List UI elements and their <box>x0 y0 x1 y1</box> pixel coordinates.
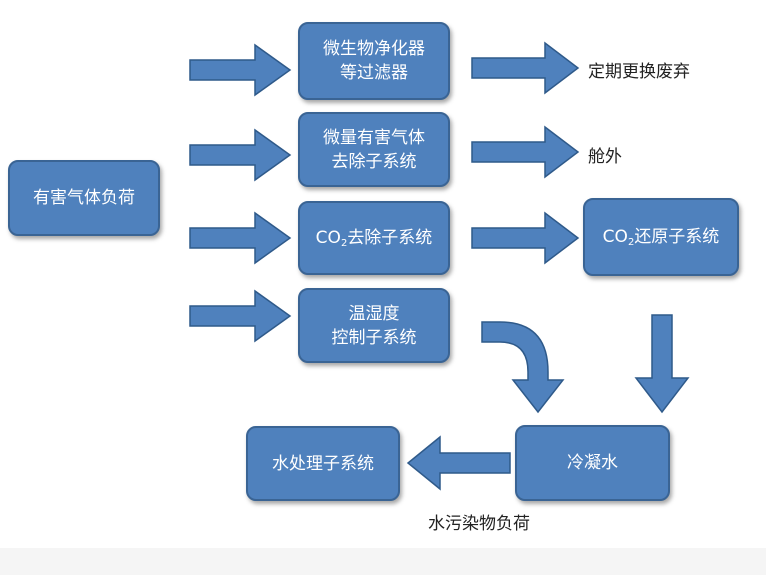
arrow-to-replace <box>471 41 580 95</box>
water-treatment-node: 水处理子系统 <box>246 426 400 501</box>
temp-humidity-node: 温湿度 控制子系统 <box>298 288 450 363</box>
microbial-filter-line1: 微生物净化器 <box>323 39 425 59</box>
arrow-to-co2-reduction <box>471 211 580 265</box>
co2-removal-label: CO2去除子系统 <box>316 226 433 250</box>
microbial-filter-node: 微生物净化器 等过滤器 <box>298 22 450 100</box>
temp-humidity-line2: 控制子系统 <box>331 327 417 348</box>
trace-gas-removal-node: 微量有害气体 去除子系统 <box>298 112 450 187</box>
temp-humidity-line1: 温湿度 <box>348 303 400 324</box>
co2-reduction-subscript: 2 <box>627 237 635 248</box>
water-treatment-label: 水处理子系统 <box>272 453 374 474</box>
co2-removal-co: CO <box>315 228 341 248</box>
co2-removal-subscript: 2 <box>340 238 348 249</box>
condensate-label: 冷凝水 <box>567 453 618 473</box>
co2-reduction-label: CO2还原子系统 <box>603 225 720 249</box>
outboard-label: 舱外 <box>588 147 622 167</box>
harmful-gas-load-node: 有害气体负荷 <box>8 160 160 236</box>
co2-reduction-rest: 还原子系统 <box>634 227 720 247</box>
arrow-to-filter <box>189 43 292 97</box>
trace-gas-removal-line2: 去除子系统 <box>331 151 417 172</box>
arrow-to-outboard <box>471 125 580 179</box>
arrow-co2-reduction-to-condensate <box>634 314 690 414</box>
water-pollutant-load-label: 水污染物负荷 <box>428 514 530 534</box>
co2-removal-rest: 去除子系统 <box>347 228 433 248</box>
microbial-filter-line2: 等过滤器 <box>340 63 408 83</box>
replace-discard-label: 定期更换废弃 <box>588 62 690 82</box>
trace-gas-removal-line1: 微量有害气体 <box>323 127 425 148</box>
harmful-gas-load-label: 有害气体负荷 <box>33 188 135 208</box>
arrow-temp-to-condensate <box>481 321 565 414</box>
co2-reduction-node: CO2还原子系统 <box>583 198 739 276</box>
arrow-to-temp-humidity <box>189 289 292 343</box>
arrow-to-trace-gas <box>189 128 292 182</box>
arrow-to-co2-removal <box>189 211 292 265</box>
condensate-node: 冷凝水 <box>515 425 670 501</box>
arrow-condensate-to-water <box>406 435 511 491</box>
co2-reduction-co: CO <box>602 227 628 247</box>
bottom-strip <box>0 548 766 575</box>
co2-removal-node: CO2去除子系统 <box>298 201 450 275</box>
